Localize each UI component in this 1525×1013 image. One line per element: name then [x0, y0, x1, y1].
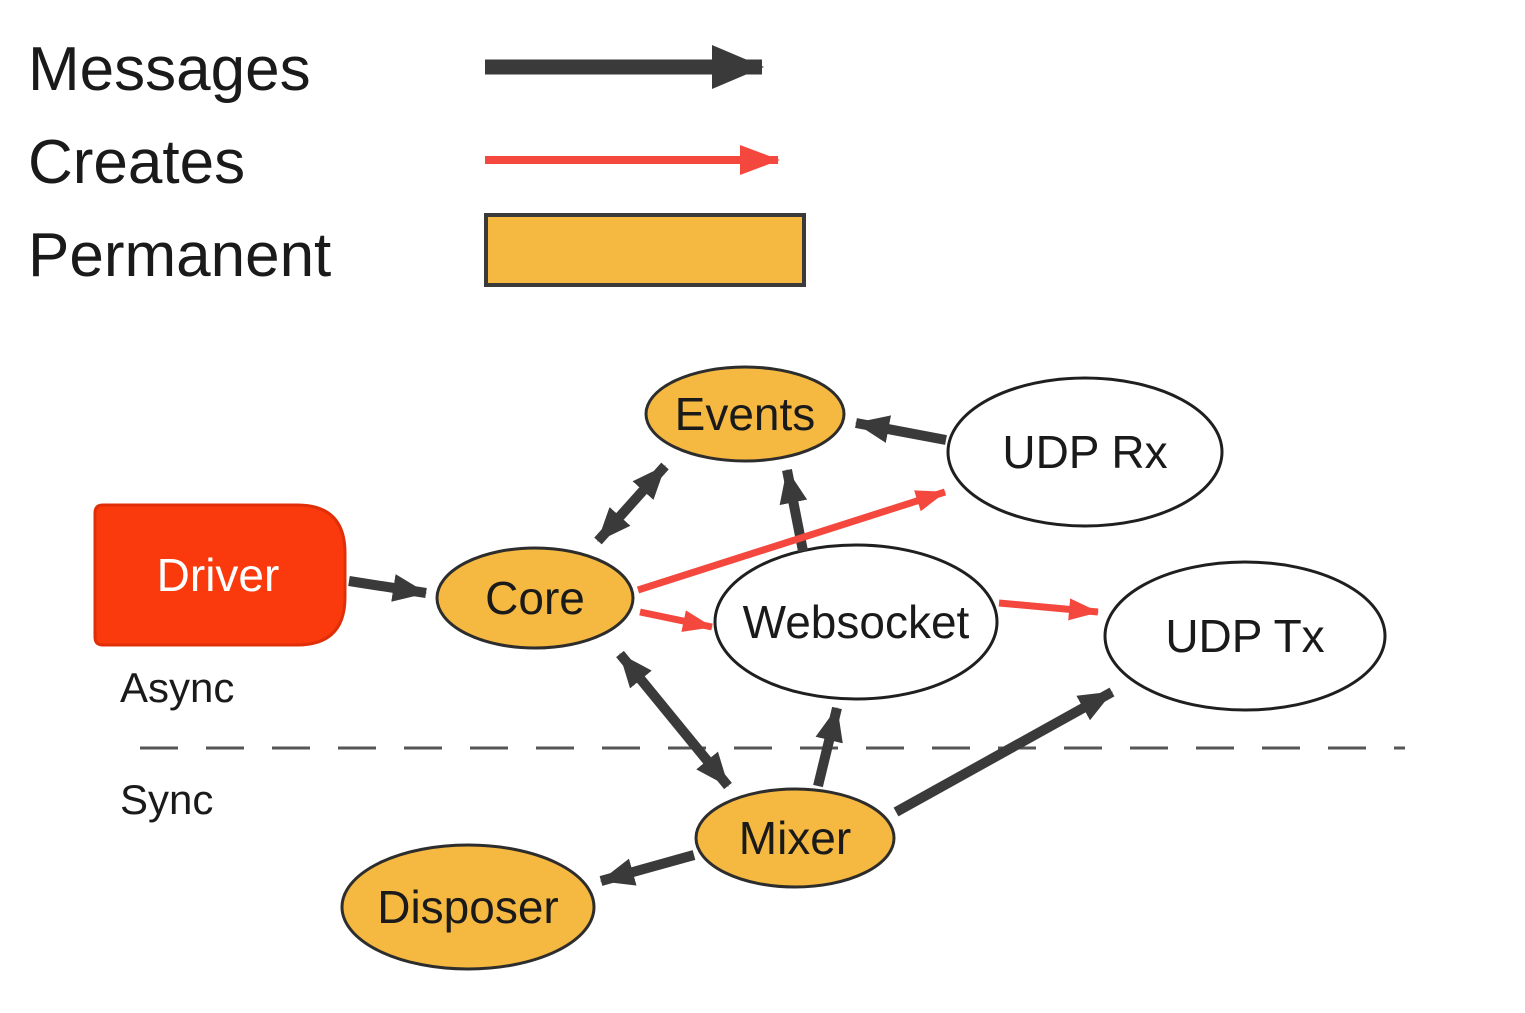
node-mixer-shape [694, 787, 896, 889]
node-udp-tx-label: UDP Tx [1165, 610, 1324, 662]
node-websocket-shape [713, 543, 999, 701]
legend-permanent-swatch [484, 213, 806, 287]
legend-creates-label: Creates [28, 128, 245, 197]
edge-mixer-udp-tx [893, 687, 1115, 817]
edge-core-events [594, 462, 669, 545]
edges-messages [348, 415, 1115, 886]
edge-core-websocket-creates [639, 608, 713, 632]
node-core-label: Core [485, 572, 585, 624]
node-disposer-label: Disposer [377, 881, 559, 933]
node-udp-tx-shape [1103, 560, 1387, 712]
node-mixer: Mixer [694, 787, 896, 889]
node-events-label: Events [675, 388, 816, 440]
node-mixer-label: Mixer [739, 812, 851, 864]
edge-websocket-udp-tx-creates [998, 598, 1099, 621]
node-events: Events [644, 365, 846, 463]
edge-mixer-websocket [813, 706, 843, 788]
edge-core-mixer [616, 650, 732, 790]
node-driver-label: Driver [157, 549, 280, 601]
edge-driver-core [348, 574, 427, 602]
node-udp-rx-shape [946, 376, 1224, 528]
legend-messages-label: Messages [28, 35, 311, 104]
edge-core-udp-rx-creates [636, 488, 947, 594]
node-websocket-label: Websocket [743, 596, 970, 648]
node-core: Core [435, 546, 635, 650]
async-section-label: Async [120, 664, 234, 711]
node-websocket: Websocket [713, 543, 999, 701]
node-events-shape [644, 365, 846, 463]
node-udp-tx: UDP Tx [1103, 560, 1387, 712]
legend-permanent-label: Permanent [28, 221, 331, 290]
edges-creates [636, 488, 1099, 632]
node-driver: Driver [93, 503, 347, 647]
edge-udp-rx-events [855, 415, 947, 445]
node-core-shape [435, 546, 635, 650]
node-udp-rx: UDP Rx [946, 376, 1224, 528]
node-disposer: Disposer [340, 843, 596, 971]
legend: Messages Creates Permanent [28, 35, 806, 290]
edge-mixer-disposer [599, 850, 696, 886]
sync-section-label: Sync [120, 776, 213, 823]
node-udp-rx-label: UDP Rx [1002, 426, 1167, 478]
node-disposer-shape [340, 843, 596, 971]
node-driver-shape [93, 503, 347, 647]
